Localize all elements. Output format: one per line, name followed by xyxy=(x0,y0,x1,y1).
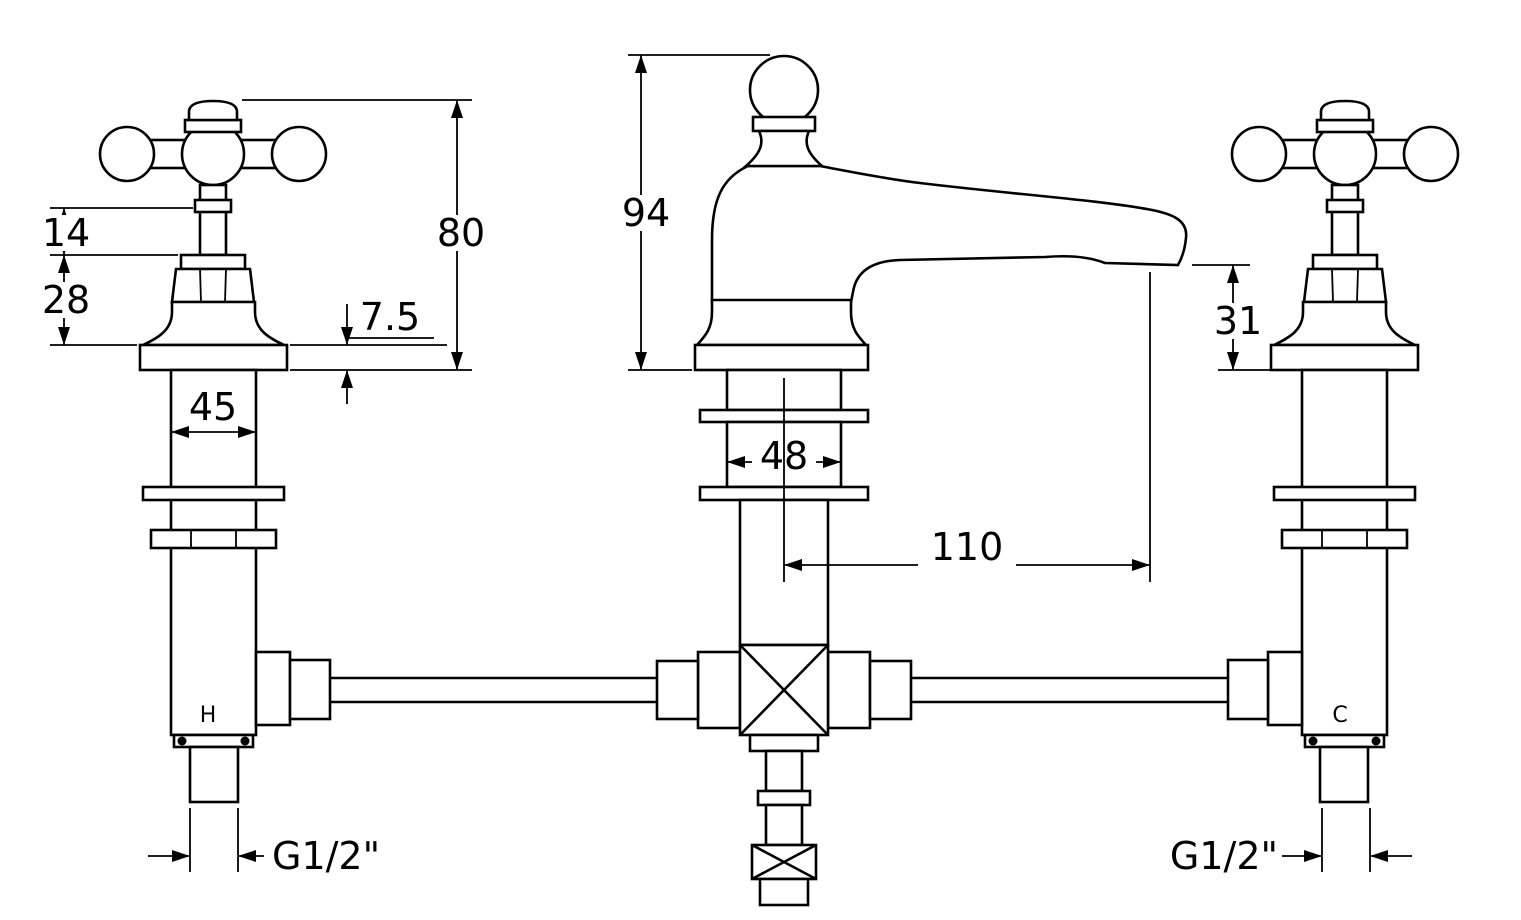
dim-45-text: 45 xyxy=(189,385,237,429)
thread-right-text: G1/2" xyxy=(1170,834,1278,878)
cold-label: C xyxy=(1332,703,1347,728)
dimensions: 14 28 80 7.5 xyxy=(38,54,1412,878)
arrow xyxy=(171,426,189,438)
dim-94-text: 94 xyxy=(622,191,670,235)
arrow xyxy=(1132,559,1150,571)
dimension-80: 80 xyxy=(242,99,490,371)
feed-pipe-lower xyxy=(764,803,804,847)
dimension-7-5: 7.5 xyxy=(290,295,447,404)
text-mask xyxy=(38,282,94,318)
cold-valve-assembly xyxy=(1226,99,1460,804)
spout-body xyxy=(710,164,1188,304)
arrow xyxy=(58,327,70,345)
feed-coupler xyxy=(756,789,812,807)
dimension-94: 94 xyxy=(614,54,770,371)
arrow xyxy=(341,327,353,345)
cross-nut-left-large xyxy=(696,650,742,730)
knob-collar xyxy=(751,115,817,133)
spout-skirt xyxy=(694,298,869,347)
arrow xyxy=(238,426,256,438)
arrow xyxy=(784,559,802,571)
dim-80-text: 80 xyxy=(437,211,485,255)
connecting-pipes xyxy=(330,676,1228,704)
spout-top-knob xyxy=(748,54,820,126)
arrow xyxy=(1304,850,1322,862)
hot-valve-assembly xyxy=(98,99,332,804)
dim-14-text: 14 xyxy=(42,211,90,255)
arrow xyxy=(58,255,70,273)
arrow xyxy=(238,850,256,862)
cross-diagonal xyxy=(739,644,829,736)
dimension-14: 14 xyxy=(38,207,193,256)
arrow xyxy=(1227,352,1239,370)
feed-end xyxy=(758,877,810,907)
text-mask xyxy=(430,215,490,251)
port-labels: H C xyxy=(200,703,1348,728)
arrow xyxy=(1370,850,1388,862)
dimension-thread-right: G1/2" xyxy=(1170,808,1412,878)
arrow xyxy=(635,55,647,73)
dimension-thread-left: G1/2" xyxy=(148,808,380,878)
thread-left-text: G1/2" xyxy=(272,834,380,878)
arrow xyxy=(451,100,463,118)
cross-nut-left-small xyxy=(655,659,700,721)
center-spout-assembly xyxy=(655,54,1188,907)
spout-base-flange xyxy=(693,343,870,372)
dimension-31: 31 xyxy=(1192,264,1273,371)
arrow xyxy=(823,456,841,468)
dim-7-5-text: 7.5 xyxy=(360,295,420,339)
feed-flange xyxy=(748,733,820,753)
dim-110-text: 110 xyxy=(931,525,1004,569)
text-mask xyxy=(38,215,94,251)
cross-nut-right-small xyxy=(868,659,913,721)
arrow xyxy=(1227,265,1239,283)
feed-pipe-upper xyxy=(764,749,804,793)
dim-28-text: 28 xyxy=(42,278,90,322)
arrow xyxy=(341,370,353,388)
dim-31-text: 31 xyxy=(1214,299,1262,343)
arrow xyxy=(635,352,647,370)
dimension-45: 45 xyxy=(171,385,256,438)
arrow xyxy=(727,456,745,468)
dimension-28: 28 xyxy=(38,255,137,346)
knob-waist xyxy=(742,129,826,168)
feed-nut-hatch xyxy=(751,843,817,881)
cross-nut-right-large xyxy=(826,650,872,730)
text-mask xyxy=(1206,303,1270,339)
arrow xyxy=(172,850,190,862)
arrow xyxy=(451,352,463,370)
dimension-110: 110 xyxy=(783,272,1151,582)
text-mask xyxy=(614,195,678,231)
hot-label: H xyxy=(200,703,217,728)
text-mask xyxy=(918,530,1016,566)
